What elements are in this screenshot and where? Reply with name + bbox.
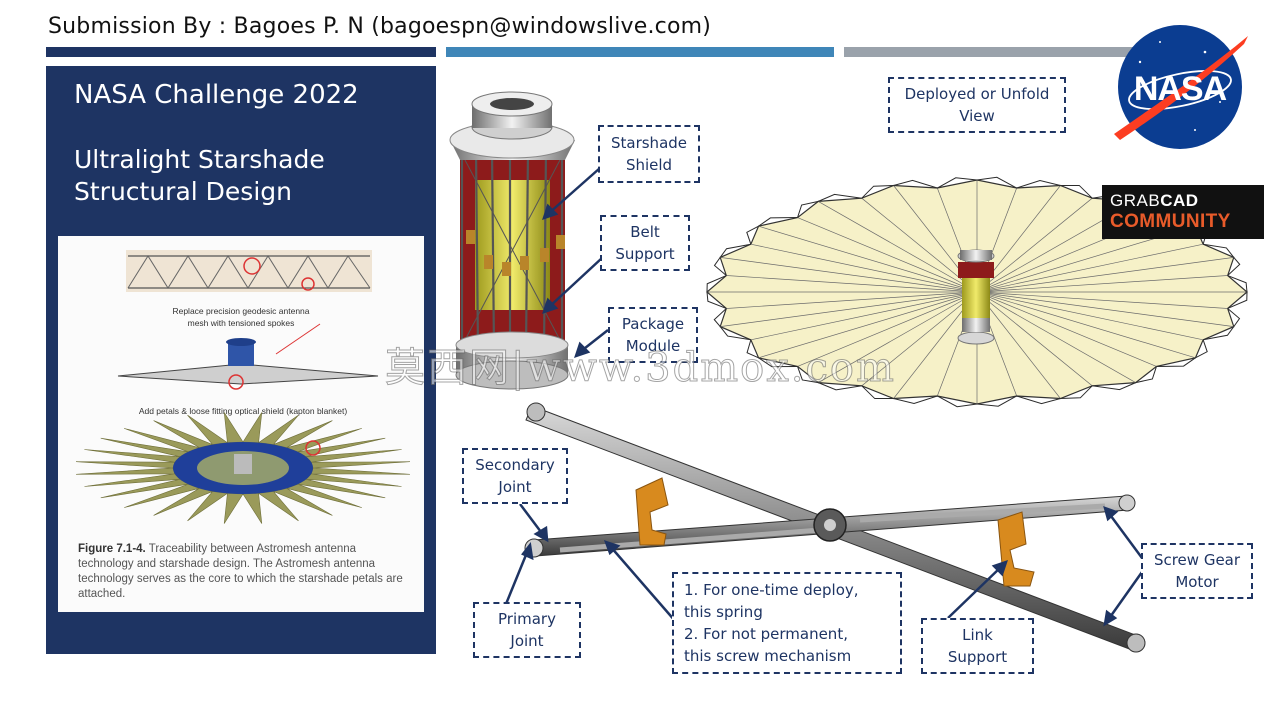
- header-bar-blue: [446, 47, 834, 57]
- spring-note-line1: 1. For one-time deploy,: [684, 581, 859, 599]
- subtitle-line-1: Ultralight Starshade: [74, 145, 325, 174]
- callout-spring-note: 1. For one-time deploy, this spring 2. F…: [672, 572, 902, 674]
- nasa-logo: NASA: [1114, 25, 1248, 149]
- astromesh-figure-illustration: Replace precision geodesic antenna mesh …: [76, 250, 410, 524]
- ring-truss-image: [126, 250, 372, 292]
- figure-caption-text: Traceability between Astromesh antenna t…: [78, 543, 403, 600]
- header-bar-navy: [46, 47, 436, 57]
- nasa-logo-text: NASA: [1134, 70, 1227, 108]
- callout-belt-support-line1: Belt: [630, 223, 660, 241]
- callout-package-module-line1: Package: [621, 315, 685, 333]
- callout-starshade-shield-line2: Shield: [625, 156, 673, 174]
- grabcad-community-badge: GRABCAD COMMUNITY: [1102, 185, 1264, 239]
- callout-belt-support: Belt Support: [600, 215, 690, 271]
- figure-label-1b: mesh with tensioned spokes: [188, 318, 295, 328]
- stowed-package-model: [449, 91, 575, 390]
- submission-header: Submission By : Bagoes P. N (bagoespn@wi…: [48, 14, 712, 39]
- callout-secondary-joint: Secondary Joint: [462, 448, 568, 504]
- watermark: 莫西网|www.3dmox.com: [385, 345, 896, 392]
- figure-label-1a: Replace precision geodesic antenna: [172, 306, 309, 316]
- callout-primary-joint-line1: Primary: [498, 610, 556, 628]
- astromesh-figure: Replace precision geodesic antenna mesh …: [58, 236, 424, 612]
- figure-label-2: Add petals & loose fitting optical shiel…: [139, 406, 348, 416]
- callout-link-support-line1: Link: [962, 626, 993, 644]
- grabcad-community: COMMUNITY: [1110, 211, 1231, 232]
- callout-link-support: Link Support: [921, 618, 1034, 674]
- callout-deployed-view: Deployed or Unfold View: [888, 77, 1066, 133]
- scissor-link-mechanism: [524, 402, 1146, 653]
- starshade-petals-image: [76, 412, 410, 524]
- callout-primary-joint-line2: Joint: [510, 632, 544, 650]
- callout-starshade-shield: Starshade Shield: [598, 125, 700, 183]
- callout-belt-support-line2: Support: [615, 245, 675, 263]
- callout-secondary-joint-line2: Joint: [498, 478, 532, 496]
- subtitle-line-2: Structural Design: [74, 177, 292, 206]
- callout-screw-gear-motor-line1: Screw Gear: [1153, 551, 1241, 569]
- callout-deployed-view-line2: View: [959, 107, 995, 125]
- callout-secondary-joint-line1: Secondary: [475, 456, 555, 474]
- figure-caption-prefix: Figure 7.1-4.: [78, 543, 146, 555]
- callout-screw-gear-motor-line2: Motor: [1175, 573, 1219, 591]
- grabcad-cad: CAD: [1160, 191, 1199, 210]
- figure-caption: Figure 7.1-4. Traceability between Astro…: [78, 542, 413, 602]
- callout-primary-joint: Primary Joint: [473, 602, 581, 658]
- spring-note-line2: this spring: [684, 603, 763, 621]
- callout-screw-gear-motor: Screw Gear Motor: [1141, 543, 1253, 599]
- slide-subtitle: Ultralight Starshade Structural Design: [74, 144, 325, 208]
- callout-arrows: [504, 167, 1144, 627]
- callout-deployed-view-line1: Deployed or Unfold: [904, 85, 1050, 103]
- callout-starshade-shield-line1: Starshade: [610, 134, 688, 152]
- title-panel: NASA Challenge 2022 Ultralight Starshade…: [46, 66, 436, 654]
- spoke-dish-image: [117, 323, 379, 390]
- slide-title: NASA Challenge 2022: [74, 80, 359, 110]
- grabcad-wordmark: GRABCAD: [1110, 191, 1256, 211]
- callout-link-support-line2: Support: [947, 648, 1008, 666]
- spring-note-line4: this screw mechanism: [684, 647, 852, 665]
- grabcad-grab: GRAB: [1110, 191, 1161, 210]
- header-bar-grey: [844, 47, 1144, 57]
- callout-package-module-line2: Module: [625, 337, 681, 355]
- spring-note-line3: 2. For not permanent,: [684, 625, 848, 643]
- callout-package-module: Package Module: [608, 307, 698, 363]
